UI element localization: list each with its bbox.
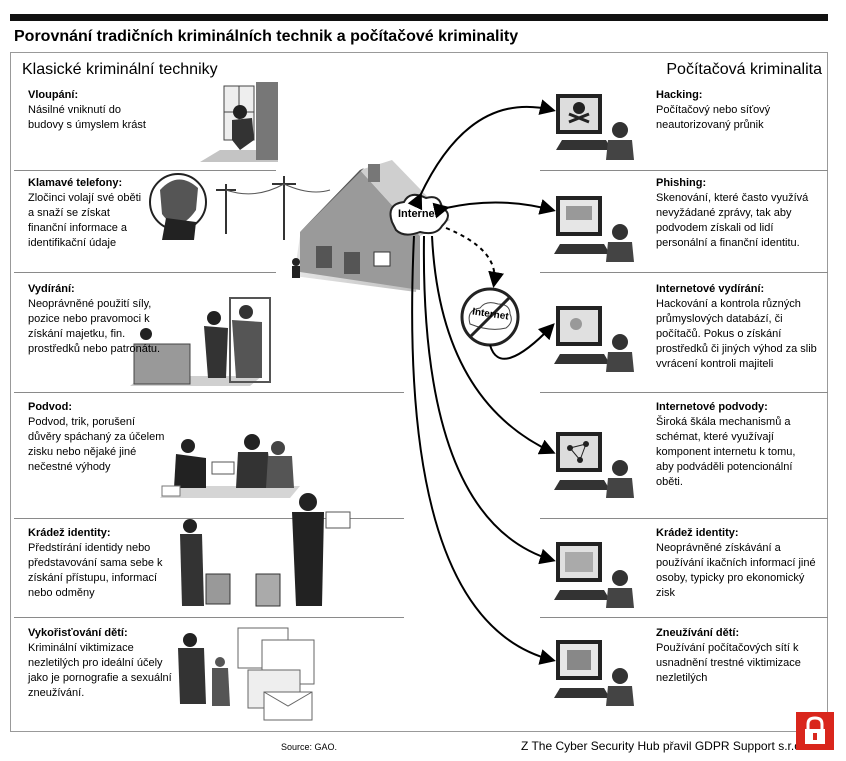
classic-child-exploitation: Vykořisťování dětí: Kriminální viktimiza… xyxy=(28,626,172,701)
lock-logo xyxy=(796,712,834,750)
identity-theft-illustration xyxy=(180,493,351,607)
cyber-phishing-heading: Phishing: xyxy=(656,177,707,189)
divider-right-1 xyxy=(540,170,828,171)
divider-left-5 xyxy=(14,617,404,618)
cyber-internet-fraud: Internetové podvody: Široká škála mechan… xyxy=(656,400,831,490)
cyber-hacking-heading: Hacking: xyxy=(656,89,703,101)
extortion-illustration xyxy=(130,297,271,386)
child-exploitation-illustration xyxy=(178,627,315,721)
classic-burglary-heading: Vloupání: xyxy=(28,89,79,101)
classic-fraud-text: Podvod, trik, porušení důvěry spáchaný z… xyxy=(28,416,165,473)
internet-label: Internet xyxy=(398,208,439,220)
divider-left-1 xyxy=(14,170,276,171)
divider-right-5 xyxy=(540,617,828,618)
classic-identity-theft-text: Předstírání identidy nebo představování … xyxy=(28,542,163,599)
phone-scam-illustration xyxy=(149,173,331,240)
cyber-phishing: Phishing: Skenování, které často využívá… xyxy=(656,176,831,251)
cyber-child-abuse: Zneužívání dětí: Používání počítačových … xyxy=(656,626,831,686)
header-cyber: Počítačová kriminalita xyxy=(666,61,822,78)
cyber-child-abuse-text: Používání počítačových sítí k usnadnění … xyxy=(656,642,801,684)
cyber-phishing-text: Skenování, které často využívá nevyžádan… xyxy=(656,192,809,249)
source-note: Source: GAO. xyxy=(281,742,338,752)
computer-child-abuse xyxy=(554,640,634,706)
computer-hacking xyxy=(556,94,634,160)
classic-phone-scam-text: Zločinci volají své oběti a snaží se zís… xyxy=(28,192,142,249)
classic-identity-theft: Krádež identity: Předstírání identidy ne… xyxy=(28,526,168,601)
cyber-hacking: Hacking: Počítačový nebo síťový neautori… xyxy=(656,88,831,133)
divider-left-3 xyxy=(14,392,404,393)
credit-line: Z The Cyber Security Hub přavil GDPR Sup… xyxy=(521,739,808,753)
cyber-internet-fraud-text: Široká škála mechanismů a schémat, které… xyxy=(656,416,796,488)
top-rule xyxy=(10,14,828,21)
classic-burglary-text: Násilné vniknutí do budovy s úmyslem krá… xyxy=(28,104,146,131)
classic-fraud-heading: Podvod: xyxy=(28,401,72,413)
classic-phone-scam: Klamavé telefony: Zločinci volají své ob… xyxy=(28,176,168,251)
cyber-internet-fraud-heading: Internetové podvody: xyxy=(656,401,768,413)
classic-extortion-heading: Vydírání: xyxy=(28,283,75,295)
classic-identity-theft-heading: Krádež identity: xyxy=(28,527,111,539)
classic-phone-scam-heading: Klamavé telefony: xyxy=(28,177,123,189)
divider-left-2 xyxy=(14,272,276,273)
lock-icon xyxy=(805,716,825,744)
cyber-identity-theft-text: Neoprávněné získávání a používání ikační… xyxy=(656,542,816,599)
divider-left-4 xyxy=(14,518,404,519)
divider-right-4 xyxy=(540,518,828,519)
divider-right-2 xyxy=(540,272,828,273)
classic-extortion-text: Neoprávněné použití síly, pozice nebo pr… xyxy=(28,298,161,355)
fraud-illustration xyxy=(160,434,300,498)
classic-child-exploitation-text: Kriminální viktimizace nezletilých pro i… xyxy=(28,642,172,699)
computer-internet-fraud xyxy=(554,432,634,498)
cyber-extortion-heading: Internetové vydírání: xyxy=(656,283,765,295)
computer-identity-theft xyxy=(554,542,634,608)
cyber-extortion: Internetové vydírání: Hackování a kontro… xyxy=(656,282,831,372)
connection-arrows xyxy=(407,99,556,665)
divider-right-3 xyxy=(540,392,828,393)
header-classic: Klasické kriminální techniky xyxy=(22,61,218,78)
cyber-hacking-text: Počítačový nebo síťový neautorizovaný pr… xyxy=(656,104,771,131)
page-title: Porovnání tradičních kriminálních techni… xyxy=(14,28,519,45)
cyber-identity-theft: Krádež identity: Neoprávněné získávání a… xyxy=(656,526,831,601)
classic-burglary: Vloupání: Násilné vniknutí do budovy s ú… xyxy=(28,88,168,133)
classic-extortion: Vydírání: Neoprávněné použití síly, pozi… xyxy=(28,282,168,357)
classic-child-exploitation-heading: Vykořisťování dětí: xyxy=(28,627,128,639)
cyber-identity-theft-heading: Krádež identity: xyxy=(656,527,739,539)
cyber-child-abuse-heading: Zneužívání dětí: xyxy=(656,627,740,639)
computer-extortion xyxy=(554,306,634,372)
classic-fraud: Podvod: Podvod, trik, porušení důvěry sp… xyxy=(28,400,168,475)
cyber-extortion-text: Hackování a kontrola různých průmyslovýc… xyxy=(656,298,817,370)
computer-phishing xyxy=(554,196,634,262)
burglary-illustration xyxy=(200,82,278,162)
